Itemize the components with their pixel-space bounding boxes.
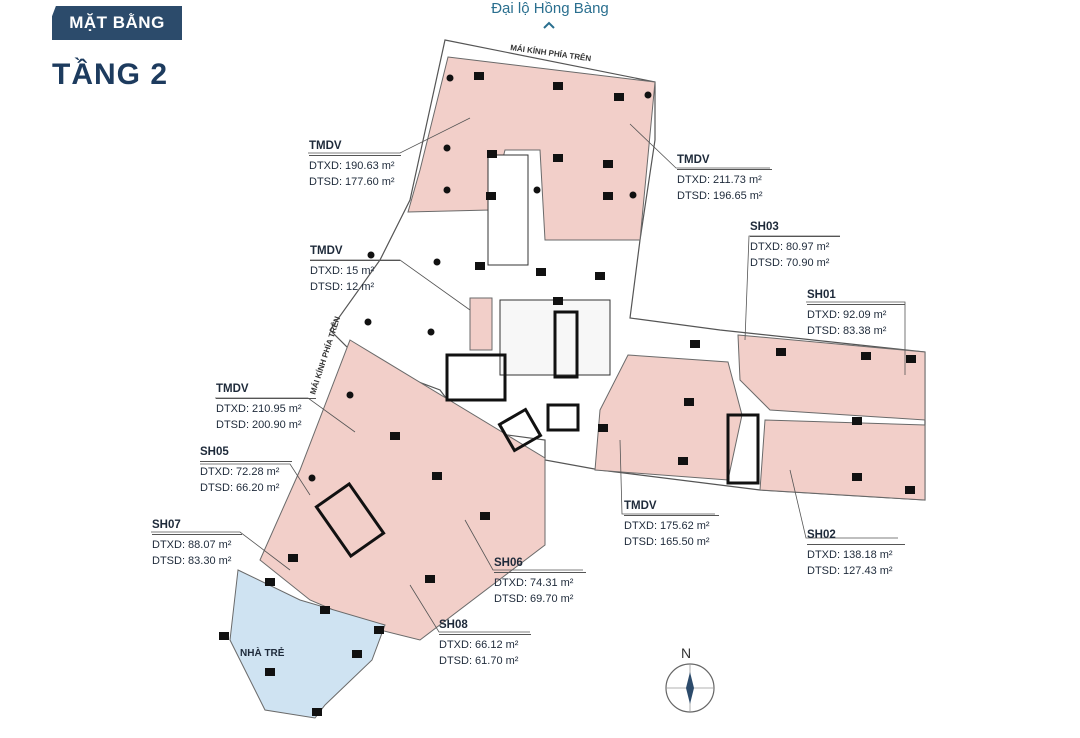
core-stairs xyxy=(314,154,760,559)
compass-north-label: N xyxy=(681,645,692,661)
sh02-area xyxy=(759,419,926,501)
compass-icon xyxy=(665,663,715,713)
chevron-up-icon xyxy=(543,21,555,29)
tmdv-small-area xyxy=(469,297,493,351)
kindergarten-label: NHÀ TRẺ xyxy=(240,646,285,659)
road-label: Đại lộ Hồng Bàng xyxy=(491,0,609,17)
round-columns xyxy=(308,74,652,482)
columns xyxy=(219,72,916,716)
floor-title: TẦNG 2 xyxy=(52,58,169,91)
tmdv-north-area xyxy=(407,56,656,241)
sh03-sh01-area xyxy=(737,334,926,421)
plan-badge: MẶT BẰNG xyxy=(52,6,182,40)
